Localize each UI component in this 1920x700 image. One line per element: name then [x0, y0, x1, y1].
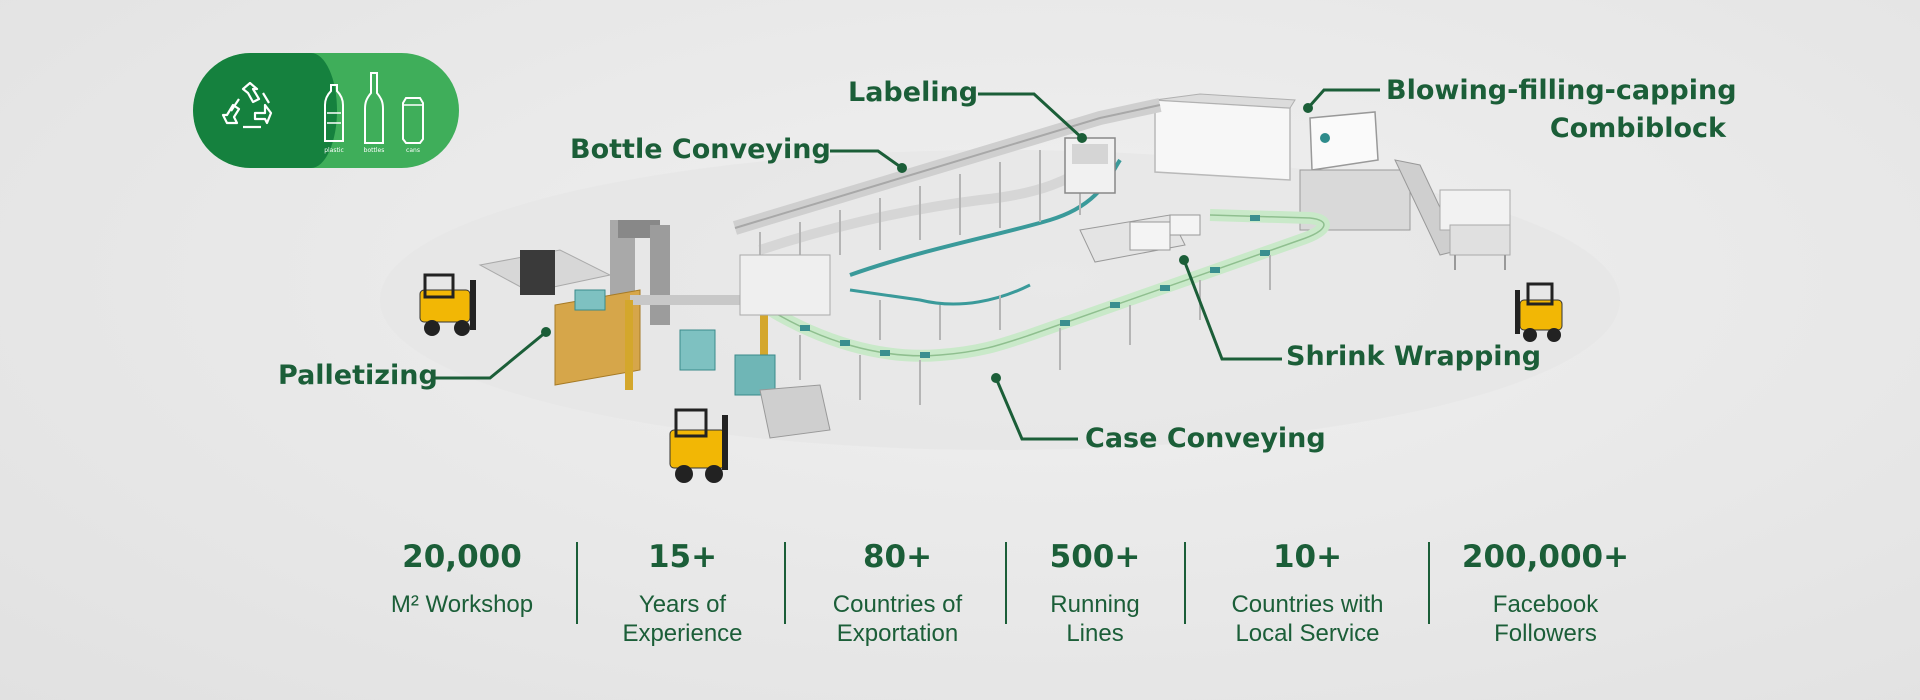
- stat-local-service: 10+ Countries with Local Service: [1205, 530, 1410, 648]
- stat-value: 10+: [1272, 539, 1343, 575]
- stat-label-line1: Countries of: [832, 591, 963, 618]
- stat-label-line2: Followers: [1494, 620, 1597, 647]
- stat-label: Countries of Exportation: [810, 590, 985, 648]
- badge-dark-panel: [193, 53, 337, 168]
- stat-label-line1: Running: [1050, 591, 1140, 618]
- stat-label-line1: Countries with: [1231, 591, 1384, 618]
- stat-countries-export: 80+ Countries of Exportation: [810, 530, 985, 648]
- stat-divider: [784, 542, 786, 624]
- stat-label: Facebook Followers: [1448, 590, 1643, 648]
- badge-caption-bottles: bottles: [363, 147, 385, 154]
- stat-divider: [576, 542, 578, 624]
- case-conveyor: [766, 209, 1330, 362]
- case-packs: [800, 215, 1270, 358]
- forklift-icon: [419, 273, 476, 336]
- callout-palletizing: Palletizing: [278, 360, 438, 391]
- stat-label-line2: Lines: [1066, 620, 1124, 647]
- forklift-icon-2: [669, 408, 728, 483]
- stat-label: Countries with Local Service: [1205, 590, 1410, 648]
- callout-combiblock-line1: Blowing-filling-capping: [1386, 75, 1737, 106]
- stat-label: Years of Experience: [600, 590, 765, 648]
- stat-label: Running Lines: [1030, 590, 1160, 648]
- plastic-bottle-icon: [324, 84, 344, 142]
- forklift-icon-3: [1515, 282, 1563, 342]
- stat-divider: [1184, 542, 1186, 624]
- stat-value: 15+: [647, 539, 718, 575]
- stat-value: 500+: [1049, 539, 1141, 575]
- callout-bottle-conveying: Bottle Conveying: [570, 134, 831, 165]
- stat-value: 80+: [862, 539, 933, 575]
- palletizer: [478, 220, 831, 439]
- glass-bottle-icon: [364, 72, 384, 144]
- combiblock-machine: [1154, 93, 1511, 270]
- stat-label-line1: Facebook: [1492, 591, 1599, 618]
- stat-label-line1: Years of: [638, 591, 727, 618]
- callout-case-conveying: Case Conveying: [1085, 423, 1326, 454]
- stat-divider: [1428, 542, 1430, 624]
- case-conveyor-legs: [799, 255, 1271, 405]
- shrink-wrapper: [1079, 214, 1201, 263]
- stat-value: 20,000: [402, 539, 522, 575]
- stat-label-line2: Experience: [622, 620, 743, 647]
- stat-running-lines: 500+ Running Lines: [1030, 530, 1160, 648]
- stat-label-line2: Exportation: [836, 620, 959, 647]
- callout-combiblock: Blowing-filling-capping Combiblock: [1386, 72, 1737, 148]
- stat-workshop: 20,000 M² Workshop: [372, 530, 552, 619]
- can-icon: [402, 97, 424, 144]
- stats-row: 20,000 M² Workshop 15+ Years of Experien…: [0, 530, 1920, 660]
- stat-years: 15+ Years of Experience: [600, 530, 765, 648]
- callout-labeling: Labeling: [848, 77, 979, 108]
- stat-label-line1: M² Workshop: [390, 591, 534, 618]
- stat-label: M² Workshop: [372, 590, 552, 619]
- callout-shrink-wrapping: Shrink Wrapping: [1286, 341, 1542, 372]
- stat-label-line2: Local Service: [1235, 620, 1380, 647]
- stat-value: 200,000+: [1461, 539, 1630, 575]
- badge-caption-plastic: plastic: [324, 147, 344, 154]
- callout-combiblock-line2: Combiblock: [1549, 113, 1726, 144]
- recycle-badge: plastic bottles cans: [193, 53, 459, 168]
- recycle-icon: [221, 81, 273, 129]
- labeling-machine: [1064, 137, 1116, 194]
- badge-caption-cans: cans: [406, 147, 420, 154]
- callout-leaders: [434, 88, 1380, 441]
- stat-divider: [1005, 542, 1007, 624]
- stat-facebook: 200,000+ Facebook Followers: [1448, 530, 1643, 648]
